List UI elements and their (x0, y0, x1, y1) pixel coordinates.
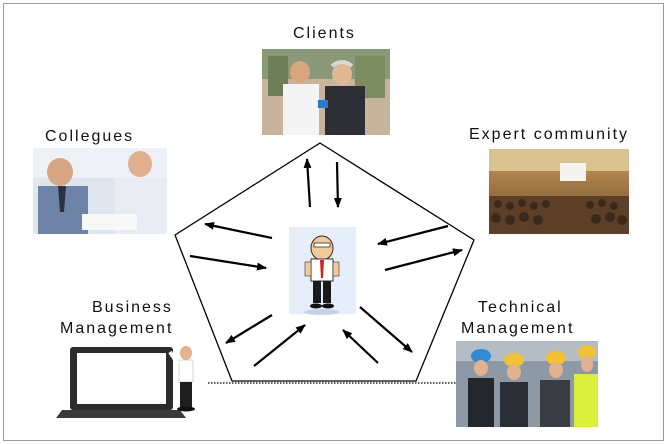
node-label-business-management-line1: Business (92, 299, 173, 316)
arrow-from-collegues (189, 254, 267, 271)
arrow-to-business (225, 314, 273, 344)
expert-community-photo (489, 149, 629, 234)
arrow-from-business (253, 324, 306, 367)
arrow-to-expert (384, 248, 463, 272)
node-label-collegues: Collegues (45, 128, 135, 145)
arrow-to-collegues (204, 221, 273, 240)
cartoon-engineer-icon (310, 235, 334, 261)
arrow-from-clients (333, 161, 342, 208)
node-label-technical-management-line1: Technical (478, 299, 563, 316)
node-label-clients: Clients (293, 25, 356, 42)
pentagon-outline (174, 142, 475, 382)
arrows (189, 158, 463, 367)
node-label-business-management-line2: Management (60, 320, 174, 337)
collegues-photo (33, 148, 167, 234)
node-label-technical-management-line2: Management (461, 320, 575, 337)
clients-photo (262, 49, 390, 135)
business-management-photo (56, 346, 195, 418)
arrow-to-technical (359, 306, 413, 353)
node-label-expert-community: Expert community (469, 126, 630, 143)
technical-management-photo (456, 341, 598, 427)
arrow-from-technical (342, 329, 379, 364)
diagram-frame (3, 3, 664, 441)
arrow-to-clients (303, 158, 312, 208)
arrow-from-expert (377, 224, 449, 246)
center-engineer (289, 227, 356, 315)
